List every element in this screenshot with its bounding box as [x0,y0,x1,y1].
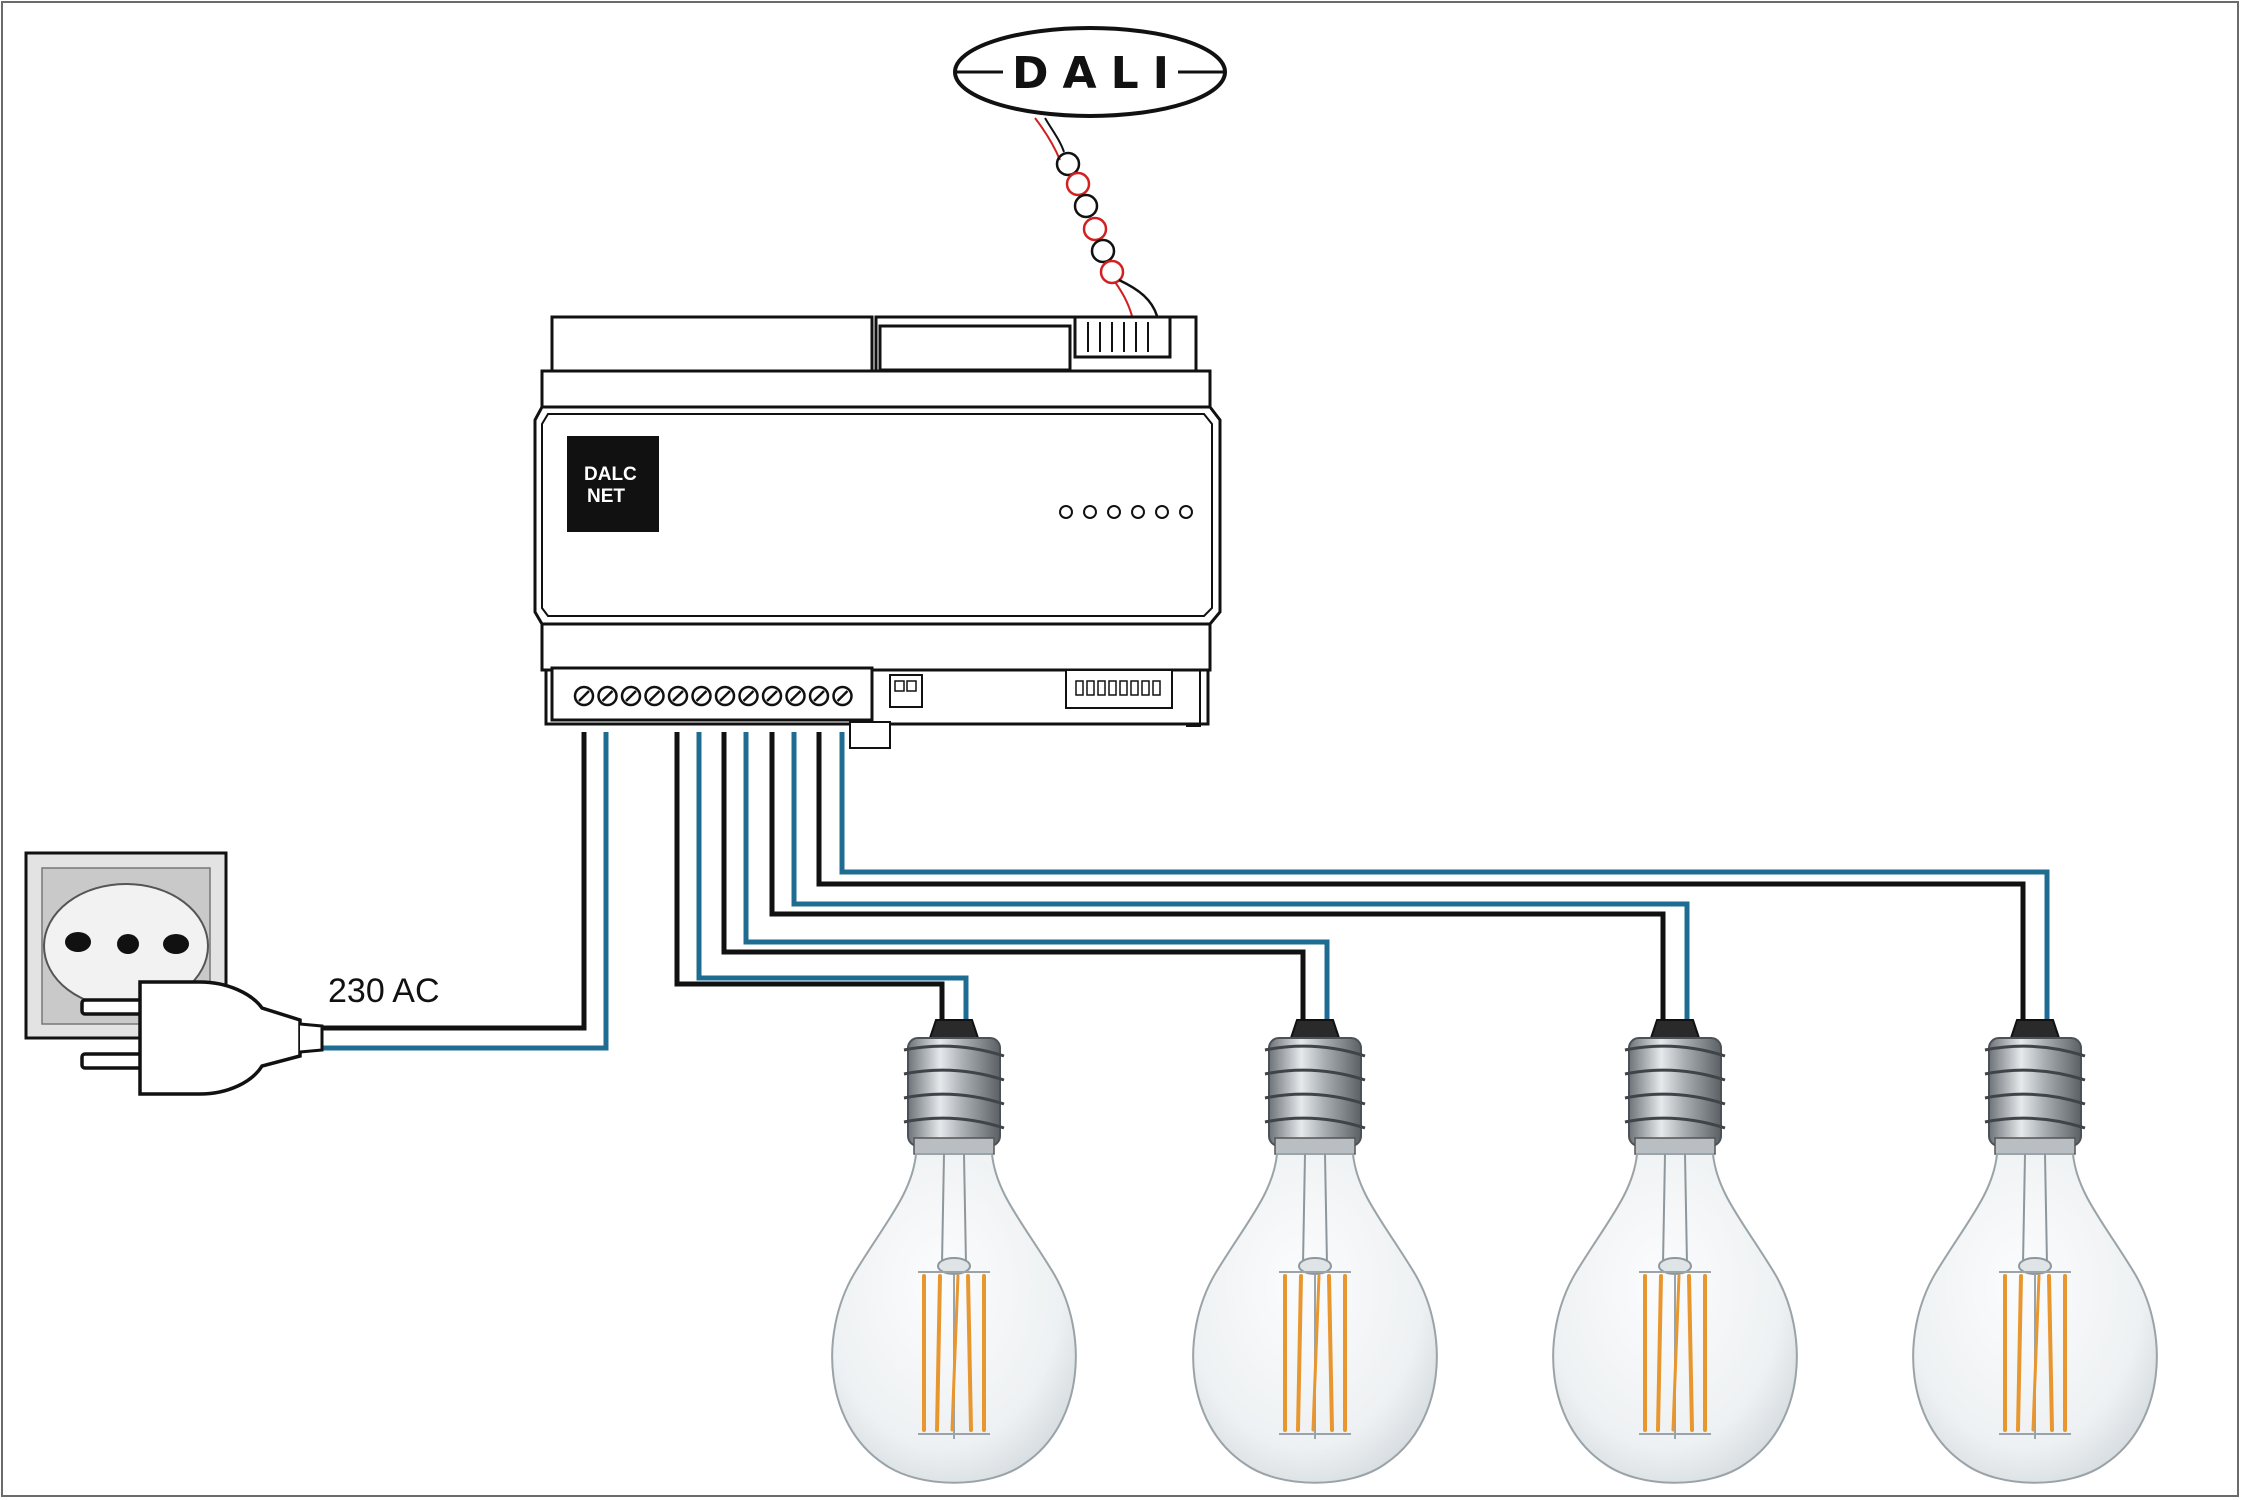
lamp-filaments [2003,1274,2067,1432]
screw-terminal [667,685,689,707]
wiring [322,732,2050,1051]
screw-terminal [644,685,665,707]
lamp-filaments [1283,1274,1347,1432]
screw-terminal [597,685,618,707]
lamp3-wire-neutral [791,732,1690,1020]
indicator-led [1059,505,1073,519]
indicator-led [1131,505,1145,519]
dali-logo-text: DALI [1012,48,1183,99]
supply-wire-line [322,732,587,1031]
filament-lamp [1552,1019,1798,1484]
screw-terminal [738,685,759,707]
lamp-cap [2009,1019,2061,1039]
lamp3-wire-line [769,732,1666,1020]
indicator-led [1179,505,1193,519]
lamp-cap [1649,1019,1701,1039]
screw-terminals [573,685,853,707]
screw-terminal [785,685,806,707]
dali-bus-cable [1034,117,1159,317]
indicator-led [1107,505,1121,519]
lamp-cap [1289,1019,1341,1039]
screw-terminal [620,685,642,707]
filament-lamp [1192,1019,1438,1484]
lamp1-wire-line [674,732,945,1020]
lamp-filaments [1643,1274,1707,1432]
lamp-screw-base [1624,1037,1726,1155]
lamp-filaments [922,1274,986,1432]
screw-terminal [714,685,736,707]
dalcnet-logo: DALC NET [567,436,659,532]
screw-terminal [761,685,783,707]
brand-line-2: NET [587,486,625,507]
screw-terminal [808,685,830,707]
brand-line-1: DALC [584,464,637,485]
screw-terminal [691,685,712,707]
lamp2-wire-neutral [743,732,1330,1020]
filament-lamp [831,1019,1077,1484]
dip-switch-block [1065,669,1173,709]
lamp2-wire-line [721,732,1306,1020]
lamps [831,1019,2158,1484]
indicator-leds [1059,505,1193,519]
power-plug [80,980,324,1096]
lamp-cap [928,1019,980,1039]
lamp4-wire-neutral [839,732,2050,1020]
lamp4-wire-line [816,732,2026,1020]
screw-terminal [832,685,853,707]
screw-terminal [573,685,595,707]
lamp-screw-base [1264,1037,1366,1155]
lamp1-wire-neutral [696,732,969,1020]
lamp-screw-base [903,1037,1005,1155]
indicator-led [1083,505,1097,519]
dalcnet-controller [533,315,1222,749]
supply-voltage-label: 230 AC [328,972,440,1010]
dali-logo: DALI [953,26,1227,118]
wall-socket [24,851,228,1040]
dali-terminal-block [1073,315,1172,359]
filament-lamp [1912,1019,2158,1484]
indicator-led [1155,505,1169,519]
lamp-screw-base [1984,1037,2086,1155]
supply-wire-neutral [322,732,609,1051]
